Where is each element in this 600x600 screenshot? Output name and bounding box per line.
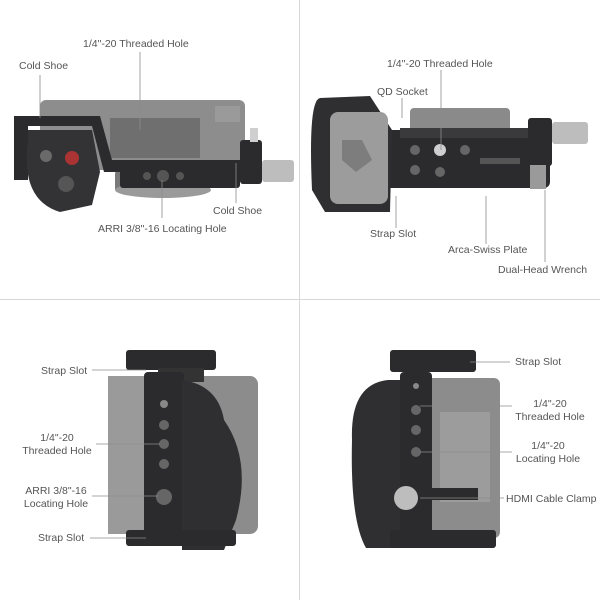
label-hdmi-cable-clamp: HDMI Cable Clamp (506, 493, 597, 505)
label-cold-shoe-left: Cold Shoe (19, 60, 69, 72)
label-strap-slot-top-right: Strap Slot (370, 228, 417, 240)
label-threaded-hole-top-right: 1/4"-20 Threaded Hole (387, 58, 493, 70)
label-arri-hole-top-left: ARRI 3/8"-16 Locating Hole (98, 223, 227, 235)
horizontal-divider (0, 299, 600, 300)
label-threaded-hole-bottom-right-line2: Threaded Hole (515, 411, 585, 423)
label-strap-slot-bottom-left-bottom: Strap Slot (38, 532, 85, 544)
label-arca-swiss-plate: Arca-Swiss Plate (448, 244, 528, 256)
label-threaded-hole-top-left: 1/4"-20 Threaded Hole (83, 38, 189, 50)
label-strap-slot-bottom-left-top: Strap Slot (41, 365, 88, 377)
label-threaded-hole-bottom-left-line2: Threaded Hole (22, 445, 92, 457)
vertical-divider (299, 0, 300, 600)
label-strap-slot-bottom-right: Strap Slot (515, 356, 562, 368)
label-arri-hole-bottom-left-line1: ARRI 3/8"-16 (25, 485, 87, 497)
label-arri-hole-bottom-left-line2: Locating Hole (23, 498, 89, 510)
label-dual-head-wrench: Dual-Head Wrench (498, 264, 588, 276)
label-threaded-hole-bottom-left-line1: 1/4"-20 (40, 432, 74, 444)
label-locating-hole-bottom-right-line2: Locating Hole (515, 453, 581, 465)
label-cold-shoe-right: Cold Shoe (213, 205, 263, 217)
label-threaded-hole-bottom-right-line1: 1/4"-20 (533, 398, 567, 410)
label-locating-hole-bottom-right-line1: 1/4"-20 (531, 440, 565, 452)
label-qd-socket: QD Socket (377, 86, 428, 98)
